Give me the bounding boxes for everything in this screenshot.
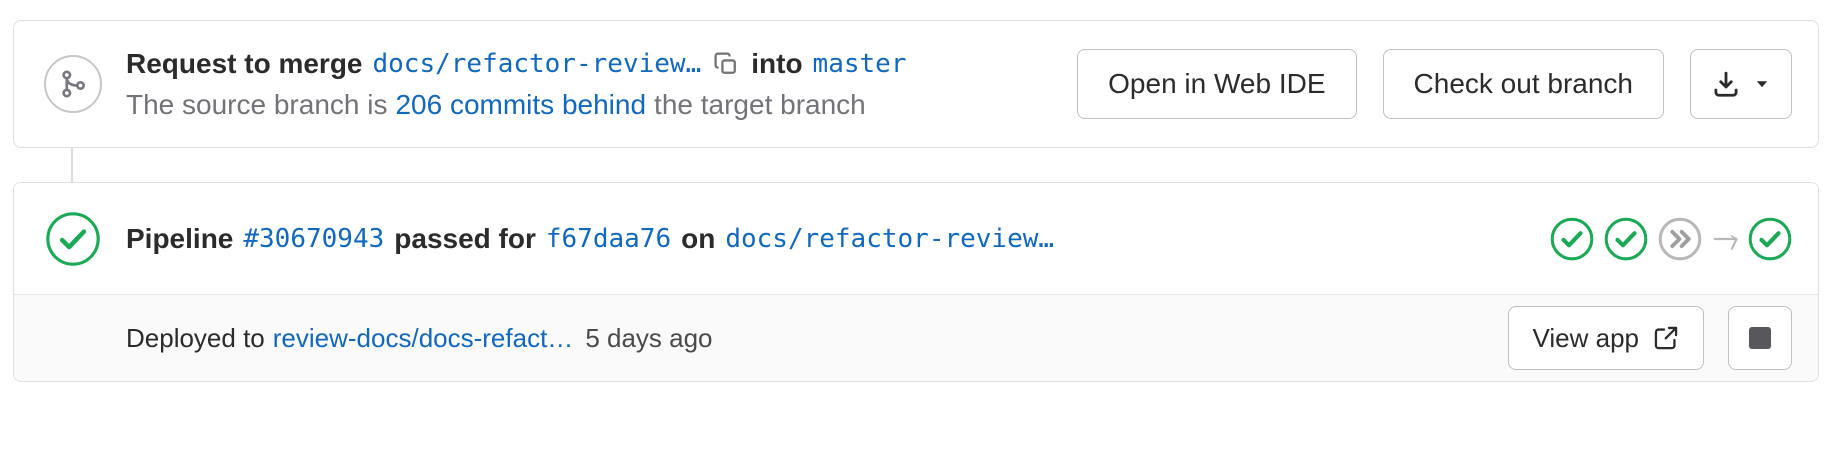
- merge-request-text-block: Request to merge docs/refactor-review… i…: [126, 43, 1051, 125]
- view-app-label: View app: [1532, 322, 1640, 353]
- downstream-status-passed-icon[interactable]: [1748, 217, 1792, 261]
- passed-for-label: passed for: [394, 222, 536, 254]
- pipeline-status-row: Pipeline #30670943 passed for f67daa76 o…: [14, 183, 1818, 295]
- environment-link[interactable]: review-docs/docs-refact…: [272, 322, 574, 353]
- request-to-merge-label: Request to merge: [126, 48, 363, 79]
- target-branch-link[interactable]: master: [812, 49, 907, 79]
- on-label: on: [681, 222, 716, 254]
- behind-suffix-text: the target branch: [654, 89, 866, 120]
- skipped-circle-icon: [1658, 217, 1702, 260]
- check-circle-icon: [1748, 217, 1792, 260]
- chevron-down-icon: [1756, 81, 1768, 88]
- pipeline-id-link[interactable]: #30670943: [243, 223, 385, 254]
- mr-header-actions: Open in Web IDE Check out branch: [1077, 49, 1792, 119]
- external-link-icon: [1654, 326, 1678, 350]
- stage-skipped-icon[interactable]: [1658, 217, 1702, 261]
- deploy-time-ago: 5 days ago: [585, 322, 713, 353]
- check-circle-icon: [1604, 217, 1648, 260]
- stage-passed-icon[interactable]: [1550, 217, 1594, 261]
- pipeline-branch-link[interactable]: docs/refactor-review…: [725, 223, 1055, 254]
- commits-behind-link[interactable]: 206 commits behind: [395, 89, 647, 120]
- into-label: into: [751, 48, 803, 79]
- deployed-to-label: Deployed to: [126, 322, 265, 353]
- branch-status-line: The source branch is 206 commits behind …: [126, 85, 1051, 125]
- check-circle-icon: [46, 211, 100, 266]
- open-web-ide-button[interactable]: Open in Web IDE: [1077, 49, 1357, 119]
- check-circle-icon: [1550, 217, 1594, 260]
- pipeline-label: Pipeline: [126, 222, 234, 254]
- behind-prefix-text: The source branch is: [126, 89, 388, 120]
- source-branch-link[interactable]: docs/refactor-review…: [372, 49, 702, 79]
- stop-square-icon: [1749, 327, 1771, 349]
- merge-request-header-card: Request to merge docs/refactor-review… i…: [13, 20, 1819, 148]
- commit-sha-link[interactable]: f67daa76: [545, 223, 672, 254]
- copy-branch-name-button[interactable]: [713, 51, 739, 77]
- merge-request-widget: Request to merge docs/refactor-review… i…: [13, 20, 1819, 382]
- download-icon: [1714, 71, 1738, 97]
- pipeline-widget-card: Pipeline #30670943 passed for f67daa76 o…: [13, 182, 1819, 382]
- merge-request-title-line: Request to merge docs/refactor-review… i…: [126, 43, 1051, 85]
- stage-passed-icon[interactable]: [1604, 217, 1648, 261]
- merge-request-status-circle: [44, 55, 102, 113]
- download-dropdown-button[interactable]: [1690, 49, 1792, 119]
- copy-icon: [714, 52, 737, 74]
- downstream-arrow-icon: [1712, 228, 1742, 250]
- mini-pipeline-graph: [1550, 217, 1792, 261]
- git-merge-icon: [62, 70, 86, 98]
- pipeline-summary-line: Pipeline #30670943 passed for f67daa76 o…: [126, 223, 1550, 255]
- deployment-actions: View app: [1507, 306, 1792, 370]
- deployment-footer-row: Deployed to review-docs/docs-refact… 5 d…: [14, 295, 1818, 381]
- stop-environment-button[interactable]: [1728, 306, 1792, 370]
- view-app-button[interactable]: View app: [1507, 306, 1704, 370]
- timeline-connector: [71, 148, 73, 182]
- pipeline-passed-status-icon: [45, 211, 101, 267]
- checkout-branch-button[interactable]: Check out branch: [1382, 49, 1664, 119]
